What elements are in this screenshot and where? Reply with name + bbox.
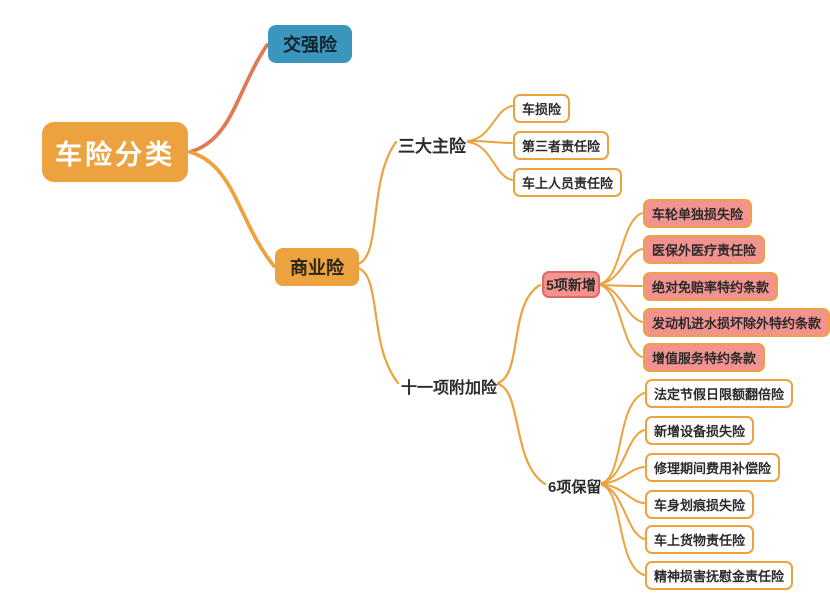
new-addon-item[interactable]: 车轮单独损失险 xyxy=(643,199,753,228)
connector-addons-newfive xyxy=(496,283,542,385)
connector-newfive-item-0 xyxy=(599,212,643,285)
kept-addon-item[interactable]: 车上货物责任险 xyxy=(645,525,755,554)
kept-addon-item[interactable]: 法定节假日限额翻倍险 xyxy=(645,379,794,408)
node-five-new[interactable]: 5项新增 xyxy=(542,271,600,298)
main-risk-item[interactable]: 车上人员责任险 xyxy=(513,168,623,197)
connector-newfive-item-4 xyxy=(599,284,643,358)
connector-root-compulsory xyxy=(188,43,269,154)
connector-addons-keptsix xyxy=(496,382,547,486)
kept-addon-item[interactable]: 修理期间费用补偿险 xyxy=(645,453,781,482)
connector-keptsix-item-5 xyxy=(601,484,645,576)
new-addon-item[interactable]: 绝对免赔率特约条款 xyxy=(643,272,779,301)
new-addon-item[interactable]: 医保外医疗责任险 xyxy=(643,235,766,264)
kept-addon-item[interactable]: 新增设备损失险 xyxy=(645,416,755,445)
node-compulsory-insurance[interactable]: 交强险 xyxy=(268,25,352,63)
node-six-kept[interactable]: 6项保留 xyxy=(548,479,602,496)
node-three-main-risks[interactable]: 三大主险 xyxy=(398,137,466,156)
connector-newfive-item-2 xyxy=(599,284,643,287)
connector-root-commercial xyxy=(188,150,276,268)
connector-commercial-addons xyxy=(356,266,400,385)
connector-newfive-item-1 xyxy=(599,248,643,285)
new-addon-item[interactable]: 发动机进水损坏除外特约条款 xyxy=(643,308,830,337)
connector-keptsix-item-3 xyxy=(601,483,645,504)
new-addon-item[interactable]: 增值服务特约条款 xyxy=(643,343,766,372)
connector-newfive-item-3 xyxy=(599,284,643,323)
connector-mainrisks-item-2 xyxy=(467,141,513,181)
node-commercial-insurance[interactable]: 商业险 xyxy=(275,248,359,286)
main-risk-item[interactable]: 车损险 xyxy=(513,94,571,123)
connector-keptsix-item-0 xyxy=(601,392,645,484)
connector-keptsix-item-4 xyxy=(601,484,645,540)
node-eleven-addons[interactable]: 十一项附加险 xyxy=(401,380,498,397)
connector-mainrisks-item-1 xyxy=(467,140,513,144)
connector-commercial-mainrisks xyxy=(356,140,398,266)
node-root[interactable]: 车险分类 xyxy=(42,122,188,182)
connector-keptsix-item-1 xyxy=(601,429,645,484)
kept-addon-item[interactable]: 车身划痕损失险 xyxy=(645,490,755,519)
main-risk-item[interactable]: 第三者责任险 xyxy=(513,131,610,160)
connector-mainrisks-item-0 xyxy=(467,105,513,142)
kept-addon-item[interactable]: 精神损害抚慰金责任险 xyxy=(645,561,794,590)
connector-keptsix-item-2 xyxy=(601,466,645,485)
